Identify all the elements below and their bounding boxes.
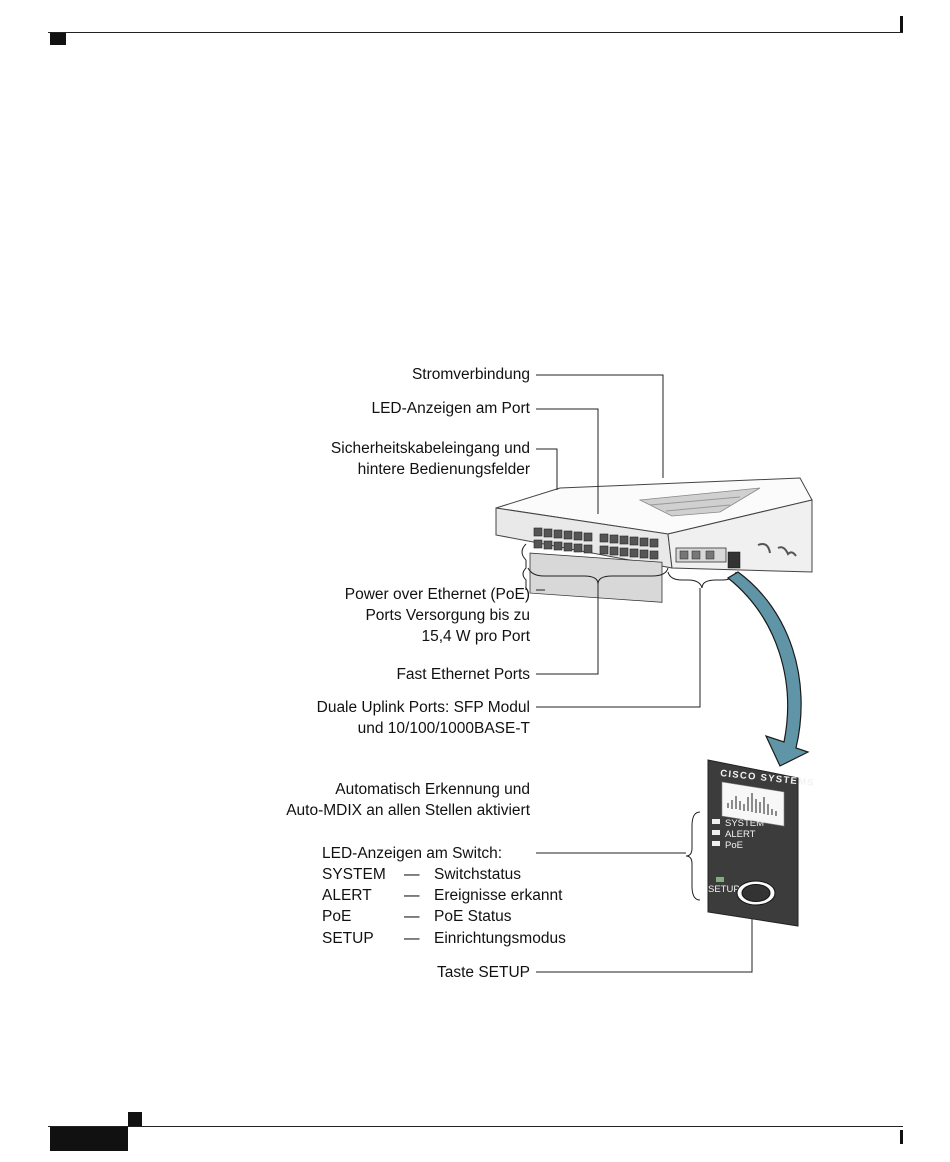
led-legend-desc: Ereignisse erkannt	[434, 887, 563, 904]
leader-lines	[536, 374, 753, 973]
cisco-logo-bars	[727, 793, 777, 816]
setup-led	[716, 877, 724, 882]
label-security-line1: Sicherheitskabeleingang und	[330, 440, 530, 457]
label-uplink-line2: und 10/100/1000BASE-T	[357, 720, 530, 737]
led-legend-dash: —	[404, 930, 420, 947]
label-power-connection: Stromverbindung	[411, 366, 530, 383]
label-security-line2: hintere Bedienungsfelder	[357, 461, 530, 478]
led-legend-desc: Switchstatus	[434, 866, 522, 883]
led-panel: CISCO SYSTEMS SYSTEM ALERT PoE SETUP	[707, 759, 815, 927]
led-legend-dash: —	[404, 866, 420, 883]
led-legend-desc: Einrichtungsmodus	[434, 930, 566, 947]
cisco-logo-top	[638, 487, 761, 517]
label-auto-line2: Auto-MDIX an allen Stellen aktiviert	[286, 802, 530, 819]
led-legend-name: ALERT	[322, 887, 372, 904]
label-poe-line3: 15,4 W pro Port	[421, 628, 530, 645]
panel-led-system: SYSTEM	[725, 818, 764, 829]
panel-led-alert: ALERT	[725, 829, 756, 840]
led-legend-title: LED-Anzeigen am Switch:	[322, 845, 503, 862]
label-fast-ethernet: Fast Ethernet Ports	[396, 666, 530, 683]
label-port-leds: LED-Anzeigen am Port	[371, 400, 530, 417]
header-marker	[50, 33, 66, 45]
label-poe-line2: Ports Versorgung bis zu	[365, 607, 530, 624]
alert-led	[712, 830, 720, 835]
footer-rule	[48, 1126, 903, 1127]
header-rule	[48, 32, 903, 33]
led-legend-dash: —	[404, 887, 420, 904]
panel-led-poe: PoE	[725, 840, 743, 851]
footer-marker-bar	[50, 1127, 128, 1151]
switch-chassis-illustration	[495, 477, 813, 603]
footer-marker-small	[128, 1112, 142, 1126]
panel-setup: SETUP	[708, 884, 740, 895]
label-setup-button: Taste SETUP	[436, 964, 530, 981]
system-led	[712, 819, 720, 824]
poe-led	[712, 841, 720, 846]
led-legend-dash: —	[404, 908, 420, 925]
led-legend-name: SYSTEM	[322, 866, 386, 883]
front-panel-leds-small	[727, 551, 741, 569]
led-legend-desc: PoE Status	[434, 908, 512, 925]
footer-right-tick	[900, 1130, 903, 1144]
zoom-arrow	[726, 571, 810, 767]
header-right-tick	[900, 16, 903, 32]
led-legend-name: PoE	[322, 908, 352, 925]
label-auto-line1: Automatisch Erkennung und	[335, 781, 530, 798]
label-uplink-line1: Duale Uplink Ports: SFP Modul	[316, 699, 530, 716]
setup-button	[741, 884, 771, 902]
port-grid	[533, 527, 659, 560]
label-poe-line1: Power over Ethernet (PoE)	[344, 586, 530, 603]
fast-ethernet-ports-block	[529, 552, 663, 603]
led-legend-name: SETUP	[322, 930, 374, 947]
